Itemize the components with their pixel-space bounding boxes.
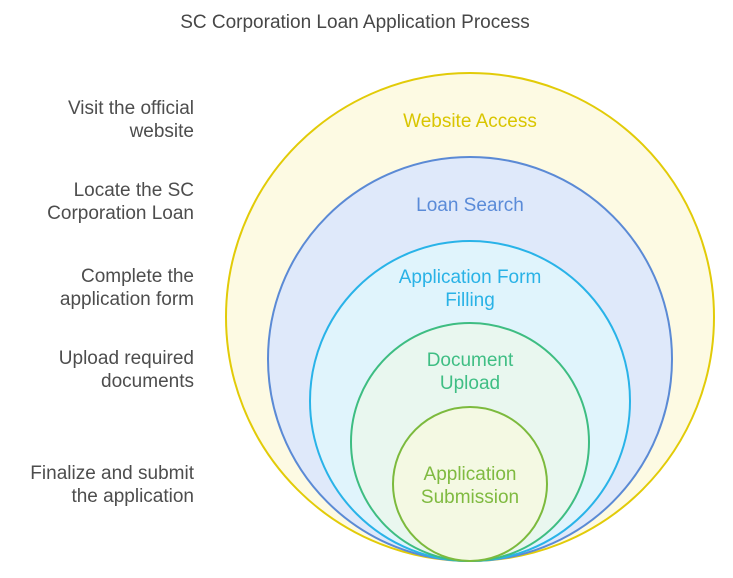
circle-label-website-access: Website Access xyxy=(403,111,537,132)
step-label-locate-loan: Locate the SC Corporation Loan xyxy=(47,180,194,224)
circle-label-application-submission: Application Submission xyxy=(420,464,520,508)
step-label-upload-documents: Upload required documents xyxy=(58,348,194,392)
circle-label-loan-search: Loan Search xyxy=(416,195,524,216)
circle-label-application-form-filling: Application Form Filling xyxy=(398,267,542,311)
stage-circle-application-submission xyxy=(392,406,548,562)
circle-label-document-upload: Document Upload xyxy=(426,350,514,394)
diagram-title: SC Corporation Loan Application Process xyxy=(180,12,530,33)
step-label-complete-form: Complete the application form xyxy=(59,266,194,310)
step-label-visit-website: Visit the official website xyxy=(67,98,194,142)
step-label-finalize-submit: Finalize and submit the application xyxy=(30,463,194,507)
